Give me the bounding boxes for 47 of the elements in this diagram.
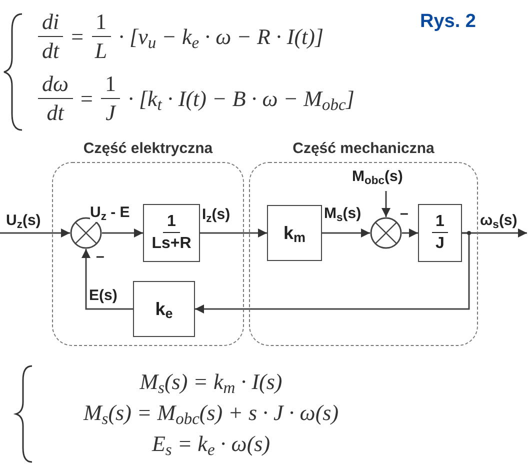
transfer-function-block [267,205,322,261]
fraction-denominator: L [94,37,108,65]
edge-label: I$_{z}$(s) [202,206,230,224]
signal-arrow [82,249,133,310]
fraction-numerator: 1 [92,8,111,37]
equation: M$_{s}$(s) = M$_{obc}$(s) + s · J · ω(s) [83,399,339,428]
transfer-function-block [133,281,195,337]
transfer-function-block [143,204,200,262]
edge-label: M$_{obc}$(s) [352,168,403,186]
group-heading: Część elektryczna [82,139,214,159]
fraction-numerator: 1 [432,212,448,232]
equation: E$_{s}$ = k$_{e}$ · ω(s) [152,430,270,459]
fraction-denominator: dt [42,37,60,65]
signal-arrow [102,228,143,238]
signal-arrow [200,228,267,238]
fraction-numerator: di [38,8,64,37]
summing-junction [70,217,102,249]
transfer-function-block [418,204,462,262]
fraction-numerator: dω [38,70,73,99]
edge-label: E(s) [89,287,118,305]
edge-label: ω$_{s}$(s) [480,212,518,230]
fraction-numerator: 1 [163,212,180,232]
summing-junction [370,217,402,249]
signal-arrow [322,228,370,238]
edge-label: U$_{z}$ - E [90,204,130,222]
minus-sign: – [400,204,408,224]
equation: M$_{s}$(s) = k$_{m}$ · I(s) [140,368,282,397]
equals-sign: = [71,23,84,51]
signal-arrow [402,228,418,238]
fraction-numerator: 1 [100,70,120,99]
equation-term: · [k$_{t}$ · I(t) − B · ω − M$_{obc}$] [128,85,354,115]
fraction-denominator: J [106,99,116,127]
edge-label: U$_{z}$(s) [6,212,41,230]
figure-number: Rys. 2 [420,10,476,34]
minus-sign: – [96,247,104,267]
group-heading: Część mechaniczna [292,139,436,159]
block-gain: k$_{e}$ [155,298,173,322]
fraction-denominator: Ls+R [152,234,192,254]
equals-sign: = [80,85,93,113]
signal-arrow [382,191,390,217]
fraction-denominator: J [436,234,444,254]
signal-arrow [195,232,470,314]
edge-label: M$_{s}$(s) [324,205,362,223]
block-gain: k$_{m}$ [283,222,306,246]
equation-term: · [v$_{u}$ − k$_{e}$ · ω − R · I(t)] [118,23,324,53]
fraction-denominator: dt [46,99,64,127]
signal-arrow [0,228,70,238]
